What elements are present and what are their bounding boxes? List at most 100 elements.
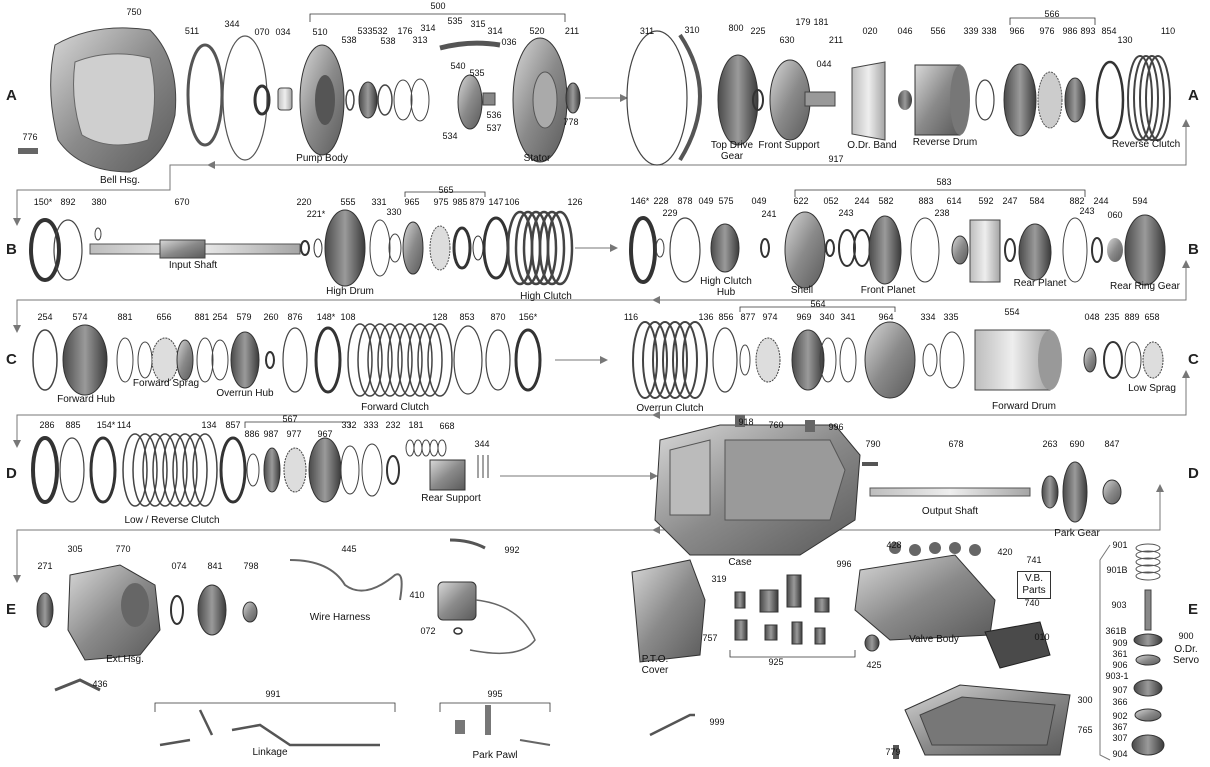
- part-number: 977: [286, 429, 302, 439]
- flow-lines: [16, 97, 1187, 575]
- part-number: 996: [836, 559, 852, 569]
- part-number: 900: [1178, 631, 1194, 641]
- part-number: 044: [816, 59, 832, 69]
- label-linkage: Linkage: [252, 747, 288, 758]
- part-number: 535: [447, 16, 463, 26]
- part-number: 999: [709, 717, 725, 727]
- part-number: 049: [751, 196, 767, 206]
- part-number: 238: [934, 208, 950, 218]
- part-number: 740: [1024, 598, 1040, 608]
- row-a-parts: [18, 27, 1171, 173]
- row-label-a-right: A: [1188, 87, 1199, 104]
- part-number: 533: [357, 26, 373, 36]
- part-number: 985: [452, 197, 468, 207]
- part-number: 500: [430, 1, 446, 11]
- part-number: 335: [943, 312, 959, 322]
- part-number: 074: [171, 561, 187, 571]
- row-label-b-left: B: [6, 241, 17, 258]
- part-number: 361: [1112, 649, 1128, 659]
- row-label-a-left: A: [6, 87, 17, 104]
- part-number: 966: [1009, 26, 1025, 36]
- part-number: 878: [677, 196, 693, 206]
- part-number: 314: [487, 26, 503, 36]
- label-reverse-clutch: Reverse Clutch: [1111, 139, 1181, 150]
- part-number: 305: [67, 544, 83, 554]
- part-number: 778: [563, 117, 579, 127]
- part-number: 445: [341, 544, 357, 554]
- part-number: 380: [91, 197, 107, 207]
- part-number: 622: [793, 196, 809, 206]
- part-number: 241: [761, 209, 777, 219]
- part-number: 232: [385, 420, 401, 430]
- part-number: 853: [459, 312, 475, 322]
- label-pump-body: Pump Body: [296, 153, 348, 164]
- part-number: 307: [1112, 733, 1128, 743]
- part-number: 334: [920, 312, 936, 322]
- label-front-support: Front Support: [758, 140, 820, 151]
- part-number: 881: [117, 312, 133, 322]
- part-number: 147: [488, 197, 504, 207]
- part-number: 146*: [630, 196, 650, 206]
- part-number: 555: [340, 197, 356, 207]
- part-number: 181: [813, 17, 829, 27]
- part-number: 150*: [33, 197, 53, 207]
- part-number: 340: [819, 312, 835, 322]
- part-number: 228: [653, 196, 669, 206]
- part-number: 566: [1044, 9, 1060, 19]
- label-high-clutch: High Clutch: [520, 291, 572, 302]
- part-number: 656: [156, 312, 172, 322]
- label-rear-ring-gear: Rear Ring Gear: [1109, 281, 1181, 292]
- label-input-shaft: Input Shaft: [168, 260, 218, 271]
- part-number: 876: [287, 312, 303, 322]
- part-number: 154*: [96, 420, 116, 430]
- part-number: 776: [22, 132, 38, 142]
- part-number: 554: [1004, 307, 1020, 317]
- label-overrun-clutch: Overrun Clutch: [636, 403, 704, 414]
- part-number: 892: [60, 197, 76, 207]
- part-number: 668: [439, 421, 455, 431]
- part-number: 903-1: [1105, 671, 1129, 681]
- part-number: 126: [567, 197, 583, 207]
- part-number: 535: [469, 68, 485, 78]
- flow-arrows: [13, 94, 1190, 583]
- label-forward-clutch: Forward Clutch: [361, 402, 429, 413]
- part-number: 010: [1034, 632, 1050, 642]
- part-number: 243: [838, 208, 854, 218]
- part-number: 882: [1069, 196, 1085, 206]
- row-label-e-left: E: [6, 601, 17, 618]
- part-number: 798: [243, 561, 259, 571]
- label-valve-body: Valve Body: [909, 634, 959, 645]
- label-forward-hub: Forward Hub: [57, 394, 115, 405]
- part-number: 532: [372, 26, 388, 36]
- part-number: 974: [762, 312, 778, 322]
- label-stator: Stator: [523, 153, 551, 164]
- row-c-parts: [32, 321, 1164, 399]
- part-number: 741: [1026, 555, 1042, 565]
- part-number: 211: [828, 35, 844, 45]
- part-number: 854: [1101, 26, 1117, 36]
- part-number: 367: [1112, 722, 1128, 732]
- label-high-clutch-hub: High Clutch Hub: [700, 276, 752, 298]
- part-number: 857: [225, 420, 241, 430]
- row-label-c-right: C: [1188, 351, 1199, 368]
- part-number: 116: [623, 312, 639, 322]
- label-top-drive-gear: Top Drive Gear: [710, 140, 754, 162]
- part-number: 046: [897, 26, 913, 36]
- part-number: 436: [92, 679, 108, 689]
- part-number: 225: [750, 26, 766, 36]
- label-output-shaft: Output Shaft: [921, 506, 979, 517]
- part-number: 678: [948, 439, 964, 449]
- part-number: 134: [201, 420, 217, 430]
- part-number: 520: [529, 26, 545, 36]
- part-number: 136: [698, 312, 714, 322]
- part-number: 841: [207, 561, 223, 571]
- row-label-d-right: D: [1188, 465, 1199, 482]
- part-number: 156*: [518, 312, 538, 322]
- part-number: 425: [866, 660, 882, 670]
- part-number: 243: [1079, 206, 1095, 216]
- part-number: 965: [404, 197, 420, 207]
- part-number: 976: [1039, 26, 1055, 36]
- label-shell: Shell: [790, 285, 814, 296]
- part-number: 338: [981, 26, 997, 36]
- part-number: 420: [997, 547, 1013, 557]
